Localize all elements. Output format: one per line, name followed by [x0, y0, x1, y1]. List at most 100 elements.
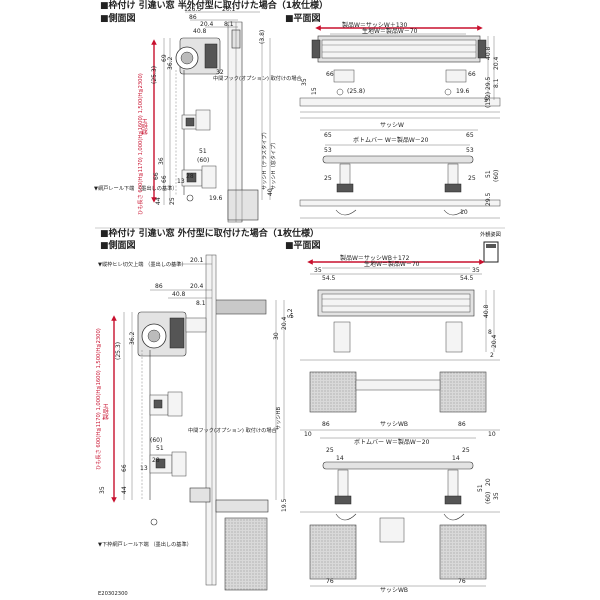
dim-text: 20.4	[491, 334, 498, 348]
dim-text: 35	[301, 78, 308, 86]
dim-text: 40	[267, 188, 274, 196]
dim-text: 35	[472, 267, 480, 274]
dim-text: 40.8	[193, 28, 207, 35]
bottom-side-view	[111, 254, 285, 591]
dim-text: 40.8	[485, 46, 492, 60]
dim-text: 65	[324, 132, 332, 139]
bottom-bar-plan	[322, 155, 474, 164]
bottom-heading: ■枠付け 引違い窓 外付型に取付けた場合（1枚仕様）	[100, 227, 319, 239]
sill-frame	[215, 499, 269, 513]
drawing-code: E20302300	[98, 591, 128, 597]
dim-text: 51	[156, 445, 164, 452]
bottom-sash-label: サッシHB	[275, 407, 282, 430]
dim-text: 20.4	[281, 316, 288, 330]
dim-text: 20	[485, 478, 492, 486]
dim-text: 86	[189, 14, 197, 21]
dim-text: 20.1	[190, 257, 204, 264]
dim-text: 8.1	[224, 21, 234, 28]
dim-text: 86	[322, 421, 330, 428]
top-sash-label-window: サッシH（窓タイプ）	[269, 139, 277, 190]
top-cord-length-label: ひも長さ 600(H≦1170) 1,000(H≦1600) 1,500(H≦2…	[137, 73, 144, 215]
bottom-top-note: ▼縦枠ヒレ切欠上端 （墨出しの基準）	[98, 260, 187, 268]
cord-pull	[150, 518, 158, 526]
dim-text: 36.2	[129, 331, 136, 345]
bracket-right	[445, 321, 463, 353]
dim-text: (25.3)	[115, 342, 122, 360]
dim-text: 25	[169, 197, 176, 205]
exterior-view-icon	[483, 241, 499, 263]
top-plan-view	[299, 25, 501, 219]
dim-text: (60)	[493, 170, 500, 182]
dim-text: 25	[462, 447, 470, 454]
dim-text: 30	[273, 332, 280, 340]
dim-text: 76	[326, 578, 334, 585]
dim-text: 8	[488, 329, 492, 336]
dim-text: 66	[468, 71, 476, 78]
bracket	[169, 317, 185, 349]
dim-text: 54.5	[322, 275, 336, 282]
dim-text: 19.5	[281, 498, 288, 512]
bottom-cord-length-label: ひも長さ 600(H≦1170) 1,000(H≦1600) 1,500(H≦2…	[95, 328, 102, 470]
bottom-side-title: ■側面図	[100, 239, 136, 251]
bottom-plan-view	[300, 259, 500, 587]
dim-text: 69	[161, 54, 168, 62]
top-sash-label-terrace: サッシH（テラスタイプ）	[260, 129, 268, 190]
dim-text: 14	[452, 455, 460, 462]
dim-text: 5	[484, 97, 488, 104]
dim-text: 10	[460, 209, 468, 216]
bracket	[204, 43, 218, 69]
dim-text: 35	[493, 492, 500, 500]
lower-wall	[224, 517, 268, 591]
dim-text: 86	[155, 283, 163, 290]
dim-text: 53	[466, 147, 474, 154]
lower-wall-right	[439, 524, 487, 580]
dim-text: 44	[155, 197, 162, 205]
dim-text: 25	[324, 175, 332, 182]
dim-text: 15	[311, 87, 318, 95]
dim-text: (132)	[485, 92, 492, 108]
dim-text: 54.5	[460, 275, 474, 282]
top-side-view	[151, 11, 271, 223]
dim-text: 51	[477, 484, 484, 492]
dim-text: 65	[466, 132, 474, 139]
dim-text: 19.6	[456, 88, 470, 95]
top-hook-label: 中間フック(オプション) 取付けの場合	[213, 74, 303, 82]
top-product-height-label: 製品H	[141, 118, 149, 135]
dim-text: 51	[485, 170, 492, 178]
bottom-hook-label: 中間フック(オプション) 取付けの場合	[188, 426, 278, 434]
bottom-sash-wb-upper: サッシWB	[380, 421, 408, 428]
top-rail-note: ▼網戸レール下端 （墨出しの基準）	[94, 184, 177, 192]
sash-frame-plan	[355, 379, 441, 391]
dim-text: 40.8	[483, 304, 490, 318]
top-heading: ■枠付け 引違い窓 半外付型に取付けた場合（1枚仕様）	[100, 0, 328, 11]
bottom-product-width: 製品W＝サッシWB＋172	[340, 254, 410, 262]
dim-text: (60)	[150, 437, 162, 444]
dim-text: 86	[458, 421, 466, 428]
dim-text: 51	[199, 148, 207, 155]
sash-frame-plan	[299, 97, 501, 107]
lower-wall-left	[309, 524, 357, 580]
dim-text: 32	[216, 69, 224, 76]
bottom-product-height-label: 製品H	[102, 403, 110, 420]
dim-text: 19.6	[209, 195, 223, 202]
dim-text: 29.5	[485, 192, 492, 206]
dim-text: (3.8)	[259, 30, 266, 44]
dim-text: 35	[314, 267, 322, 274]
dim-text: 126.5	[184, 6, 201, 13]
dim-text: 20.4	[190, 283, 204, 290]
dim-text: 36.2	[167, 56, 174, 70]
bracket-left	[333, 69, 355, 83]
dim-text: (25.8)	[347, 88, 365, 95]
dim-text: 36	[158, 157, 165, 165]
top-side-title: ■側面図	[100, 12, 136, 24]
bottom-bottom-bar-width: ボトムバー W＝製品W－20	[354, 438, 430, 446]
bracket-left	[333, 321, 351, 353]
bottom-sash-wb-lower: サッシWB	[380, 587, 408, 594]
top-product-width: 製品W＝サッシW＋130	[342, 21, 408, 29]
wall-right	[439, 371, 487, 413]
dim-text: 28	[152, 457, 160, 464]
dim-text: 20.1	[222, 6, 236, 13]
dim-text: 25	[468, 175, 476, 182]
dim-text: 13	[177, 178, 185, 185]
